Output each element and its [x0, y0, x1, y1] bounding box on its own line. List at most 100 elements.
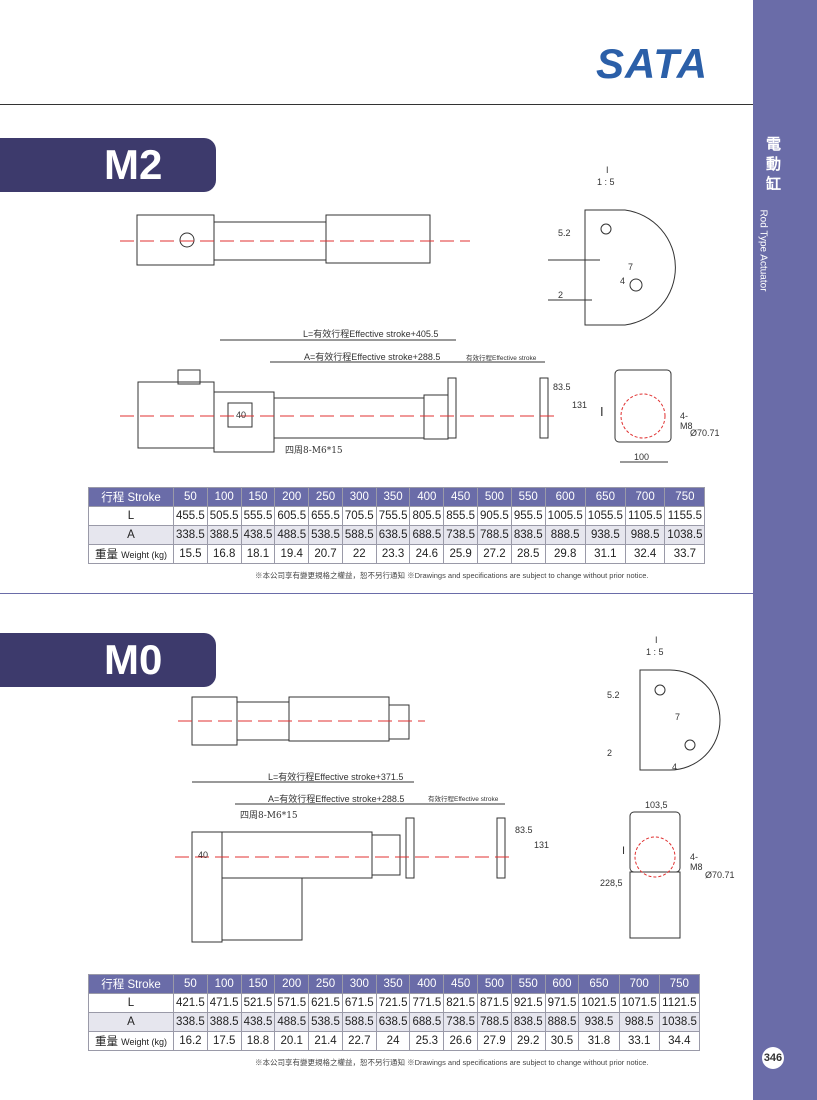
- table-cell: 31.8: [578, 1031, 620, 1051]
- table-cell: 838.5: [510, 1012, 546, 1032]
- m0-top-view: [178, 696, 425, 746]
- scale-ratio: 1 : 5: [597, 177, 615, 187]
- sidebar: [753, 0, 817, 1100]
- table-cell: 988.5: [618, 1012, 660, 1032]
- table-cell: 755.5: [375, 506, 411, 526]
- table-cell: 250: [308, 487, 343, 507]
- dim-A: A=有效行程Effective stroke+288.5: [304, 352, 441, 362]
- table-cell: 100: [206, 974, 242, 994]
- dim-stroke: 有效行程Effective stroke: [428, 796, 499, 803]
- m0-side-view: [175, 781, 681, 943]
- table-cell: 30.5: [544, 1031, 580, 1051]
- table-cell: 971.5: [544, 993, 580, 1013]
- table-cell: 538.5: [308, 1012, 343, 1032]
- table-cell: 655.5: [308, 506, 343, 526]
- technical-drawings: [120, 209, 721, 943]
- table-cell: 24.6: [409, 544, 445, 564]
- model-title-m2: M2: [0, 138, 216, 192]
- table-cell: 638.5: [375, 1012, 411, 1032]
- row-label: A: [88, 525, 174, 545]
- table-cell: 688.5: [409, 525, 445, 545]
- table-cell: 29.8: [544, 544, 586, 564]
- table-cell: 771.5: [409, 993, 445, 1013]
- table-cell: 750: [658, 974, 700, 994]
- table-cell: 821.5: [443, 993, 479, 1013]
- holes-label: 四周8-M6*15: [240, 811, 298, 821]
- table-cell: 150: [240, 974, 276, 994]
- table-cell: 788.5: [477, 525, 512, 545]
- table-cell: 600: [544, 487, 586, 507]
- table-cell: 588.5: [341, 525, 377, 545]
- table-cell: 388.5: [206, 525, 242, 545]
- table-cell: 550: [510, 974, 546, 994]
- dim-stroke: 有效行程Effective stroke: [466, 355, 537, 362]
- table-cell: 700: [624, 487, 666, 507]
- dim-2: 2: [558, 290, 564, 300]
- weight-label-en: Weight (kg): [121, 1037, 168, 1047]
- table-cell: 300: [341, 487, 377, 507]
- table-cell: 671.5: [341, 993, 377, 1013]
- dim-83-5: 83.5: [553, 382, 571, 392]
- dim-131: 131: [572, 400, 588, 410]
- table-cell: 34.4: [658, 1031, 700, 1051]
- dim-2: 2: [607, 748, 613, 758]
- table-cell: 15.5: [173, 544, 208, 564]
- table-cell: 455.5: [173, 506, 208, 526]
- row-label: A: [88, 1012, 174, 1032]
- table-cell: 688.5: [409, 1012, 445, 1032]
- table-cell: 27.2: [477, 544, 512, 564]
- m2-detail-view: [548, 209, 676, 326]
- table-cell: 16.2: [173, 1031, 208, 1051]
- weight-label-cn: 重量: [94, 549, 118, 561]
- table-cell: 50: [173, 974, 208, 994]
- table-cell: 22.7: [341, 1031, 377, 1051]
- table-cell: 26.6: [443, 1031, 479, 1051]
- sata-logo: SATA: [596, 40, 709, 87]
- sidebar-title-en: Rod Type Actuator: [757, 209, 769, 292]
- table-cell: 738.5: [443, 1012, 479, 1032]
- dim-m8: 4-M8: [680, 411, 693, 431]
- detail-marker: I: [622, 845, 626, 857]
- table-cell: 555.5: [240, 506, 276, 526]
- table-cell: 921.5: [510, 993, 546, 1013]
- table-cell: 500: [477, 974, 512, 994]
- table-cell: 538.5: [308, 525, 343, 545]
- table-cell: 588.5: [341, 1012, 377, 1032]
- dim-228-5: 228,5: [600, 878, 623, 888]
- dim-103-5: 103,5: [645, 800, 668, 810]
- table-cell: 450: [443, 487, 479, 507]
- table-cell: 20.7: [308, 544, 343, 564]
- table-cell: 350: [375, 974, 411, 994]
- table-cell: 955.5: [510, 506, 546, 526]
- table-cell: 805.5: [409, 506, 445, 526]
- table-cell: 855.5: [443, 506, 479, 526]
- table-cell: 22: [341, 544, 377, 564]
- table-cell: 25.3: [409, 1031, 445, 1051]
- model-title-m0: M0: [0, 633, 216, 687]
- table-cell: 400: [409, 487, 445, 507]
- dim-5-2: 5.2: [607, 690, 620, 700]
- table-cell: 471.5: [206, 993, 242, 1013]
- row-label: 行程 Stroke: [88, 974, 174, 994]
- weight-label-en: Weight (kg): [121, 550, 168, 560]
- table-cell: 488.5: [274, 525, 310, 545]
- dim-phi: Ø70.71: [690, 428, 720, 438]
- scale-label: I: [606, 165, 609, 175]
- table-cell: 24: [375, 1031, 411, 1051]
- table-cell: 571.5: [274, 993, 310, 1013]
- table-cell: 50: [173, 487, 208, 507]
- table-cell: 1005.5: [544, 506, 586, 526]
- disclaimer-note: ※本公司享有變更規格之權益，恕不另行通知 ※Drawings and speci…: [255, 1058, 649, 1067]
- scale-label: I: [655, 635, 658, 645]
- table-cell: 21.4: [308, 1031, 343, 1051]
- dim-5-2: 5.2: [558, 228, 571, 238]
- dim-m8: 4-M8: [690, 852, 703, 872]
- dim-7: 7: [675, 712, 681, 722]
- table-cell: 18.1: [240, 544, 276, 564]
- dim-phi: Ø70.71: [705, 870, 735, 880]
- m2-side-view: [120, 339, 672, 463]
- table-cell: 550: [510, 487, 546, 507]
